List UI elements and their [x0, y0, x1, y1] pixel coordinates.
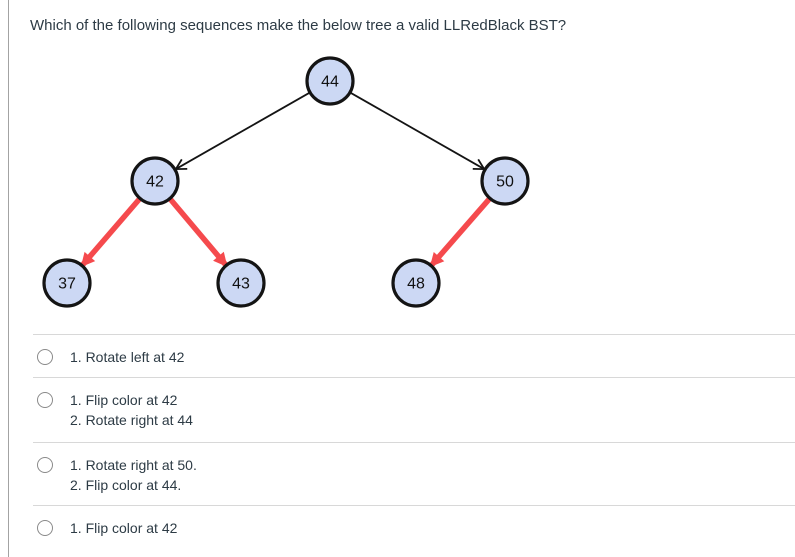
- tree-node-44: [305, 56, 355, 106]
- tree-node-43: [216, 258, 266, 308]
- tree-node-37: [42, 258, 92, 308]
- option-1-line-1: 1. Rotate left at 42: [70, 349, 185, 365]
- tree-node-label-50: 50: [496, 174, 514, 191]
- option-1-label[interactable]: 1. Rotate left at 42: [70, 347, 184, 367]
- tree-edge-red: [165, 193, 230, 269]
- left-border-rule: [8, 0, 9, 557]
- option-1-radio[interactable]: [37, 349, 53, 365]
- option-2-radio[interactable]: [37, 392, 53, 408]
- option-4-radio[interactable]: [37, 520, 53, 536]
- tree-node-48: [391, 258, 441, 308]
- option-3-line-1: 1. Rotate right at 50.: [70, 457, 197, 473]
- option-3-label[interactable]: 1. Rotate right at 50. 2. Flip color at …: [70, 455, 197, 495]
- option-4-label[interactable]: 1. Flip color at 42: [70, 518, 177, 538]
- tree-node-label-42: 42: [146, 174, 164, 191]
- tree-edge-black: [174, 92, 310, 171]
- answer-option-2[interactable]: 1. Flip color at 42 2. Rotate right at 4…: [33, 377, 795, 442]
- tree-node-50: [480, 156, 530, 206]
- tree-node-label-48: 48: [407, 276, 425, 293]
- option-2-line-1: 1. Flip color at 42: [70, 392, 178, 408]
- option-4-line-1: 1. Flip color at 42: [70, 520, 178, 536]
- tree-node-label-44: 44: [321, 74, 339, 91]
- answer-option-1[interactable]: 1. Rotate left at 42: [33, 334, 795, 377]
- tree-edge-red: [78, 193, 145, 269]
- tree-node-label-43: 43: [232, 276, 250, 293]
- option-2-line-2: 2. Rotate right at 44: [70, 412, 193, 428]
- tree-edge-red: [427, 193, 495, 269]
- option-2-label[interactable]: 1. Flip color at 42 2. Rotate right at 4…: [70, 390, 193, 430]
- option-3-line-2: 2. Flip color at 44.: [70, 477, 182, 493]
- tree-svg: 44 42 50 37 43 48: [42, 56, 530, 308]
- tree-diagram: 44 42 50 37 43 48: [0, 50, 560, 326]
- answer-option-4[interactable]: 1. Flip color at 42: [33, 505, 795, 557]
- tree-edge-black: [350, 92, 486, 171]
- tree-node-42: [130, 156, 180, 206]
- option-3-radio[interactable]: [37, 457, 53, 473]
- answer-option-3[interactable]: 1. Rotate right at 50. 2. Flip color at …: [33, 442, 795, 505]
- question-text: Which of the following sequences make th…: [30, 17, 567, 34]
- tree-node-label-37: 37: [58, 276, 76, 293]
